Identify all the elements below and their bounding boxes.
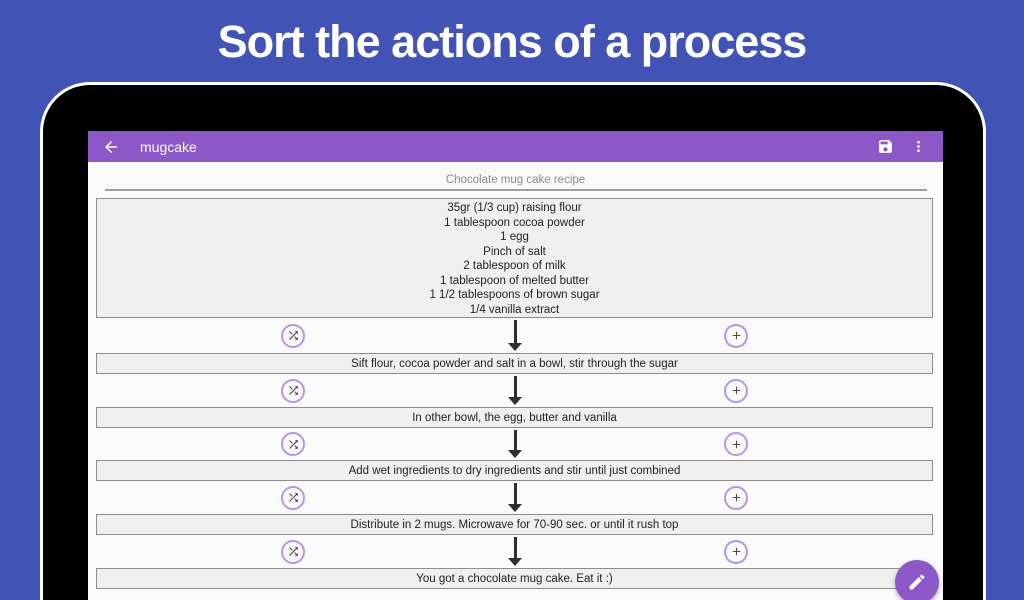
flow-arrow-down-icon — [508, 483, 522, 512]
shuffle-icon — [288, 331, 298, 340]
add-step-button[interactable] — [724, 378, 748, 403]
ingredient-line: 1/4 vanilla extract — [469, 303, 560, 316]
reorder-step-button[interactable] — [281, 323, 305, 348]
overflow-menu-icon[interactable] — [910, 138, 927, 155]
save-icon[interactable] — [877, 138, 894, 155]
add-step-button[interactable] — [724, 539, 748, 564]
edit-fab-button[interactable] — [895, 560, 939, 600]
back-icon[interactable] — [102, 138, 120, 156]
step-box[interactable]: You got a chocolate mug cake. Eat it :) — [96, 568, 933, 589]
step-box[interactable]: In other bowl, the egg, butter and vanil… — [96, 407, 933, 428]
add-step-button[interactable] — [724, 432, 748, 456]
ingredient-line: Pinch of salt — [483, 245, 546, 258]
add-step-button[interactable] — [724, 323, 748, 348]
step-box[interactable]: Sift flour, cocoa powder and salt in a b… — [96, 353, 933, 374]
toolbar-title: mugcake — [140, 138, 197, 155]
app-screen: mugcake Chocolate mug cake recipe 35gr (… — [88, 131, 943, 600]
plus-icon — [732, 386, 740, 395]
app-toolbar: mugcake — [88, 131, 943, 162]
plus-icon — [732, 331, 740, 340]
ingredient-line: 2 tablespoon of milk — [463, 260, 566, 272]
add-step-button[interactable] — [724, 485, 748, 510]
ingredient-line: 1 tablespoon cocoa powder — [444, 216, 585, 229]
step-box[interactable]: Add wet ingredients to dry ingredients a… — [96, 460, 933, 481]
flow-arrow-down-icon — [508, 376, 522, 405]
reorder-step-button[interactable] — [281, 485, 305, 510]
reorder-step-button[interactable] — [281, 432, 305, 456]
ingredients-box[interactable]: 35gr (1/3 cup) raising flour 1 tablespoo… — [96, 198, 933, 318]
shuffle-icon — [288, 386, 298, 395]
connector-row — [88, 481, 943, 514]
connector-row — [88, 535, 943, 568]
recipe-title-underline — [105, 189, 927, 191]
plus-icon — [732, 493, 740, 502]
ingredient-line: 1 tablespoon of melted butter — [440, 274, 589, 287]
shuffle-icon — [288, 547, 298, 556]
reorder-step-button[interactable] — [281, 378, 305, 403]
recipe-title-input[interactable]: Chocolate mug cake recipe — [445, 174, 586, 186]
ingredient-line: 35gr (1/3 cup) raising flour — [447, 202, 582, 214]
flow-arrow-down-icon — [508, 320, 522, 351]
plus-icon — [732, 440, 740, 448]
plus-icon — [732, 547, 740, 556]
connector-row — [88, 428, 943, 460]
shuffle-icon — [288, 493, 298, 502]
pencil-icon — [909, 574, 925, 590]
ingredient-line: 1 egg — [500, 231, 529, 243]
flow-arrow-down-icon — [508, 537, 522, 566]
shuffle-icon — [288, 439, 298, 449]
page-title: Sort the actions of a process — [217, 16, 808, 67]
connector-row — [88, 318, 943, 353]
connector-row — [88, 374, 943, 407]
step-box[interactable]: Distribute in 2 mugs. Microwave for 70-9… — [96, 514, 933, 535]
reorder-step-button[interactable] — [281, 539, 305, 564]
flow-arrow-down-icon — [508, 430, 522, 458]
ingredient-line: 1 1/2 tablespoons of brown sugar — [429, 289, 600, 301]
